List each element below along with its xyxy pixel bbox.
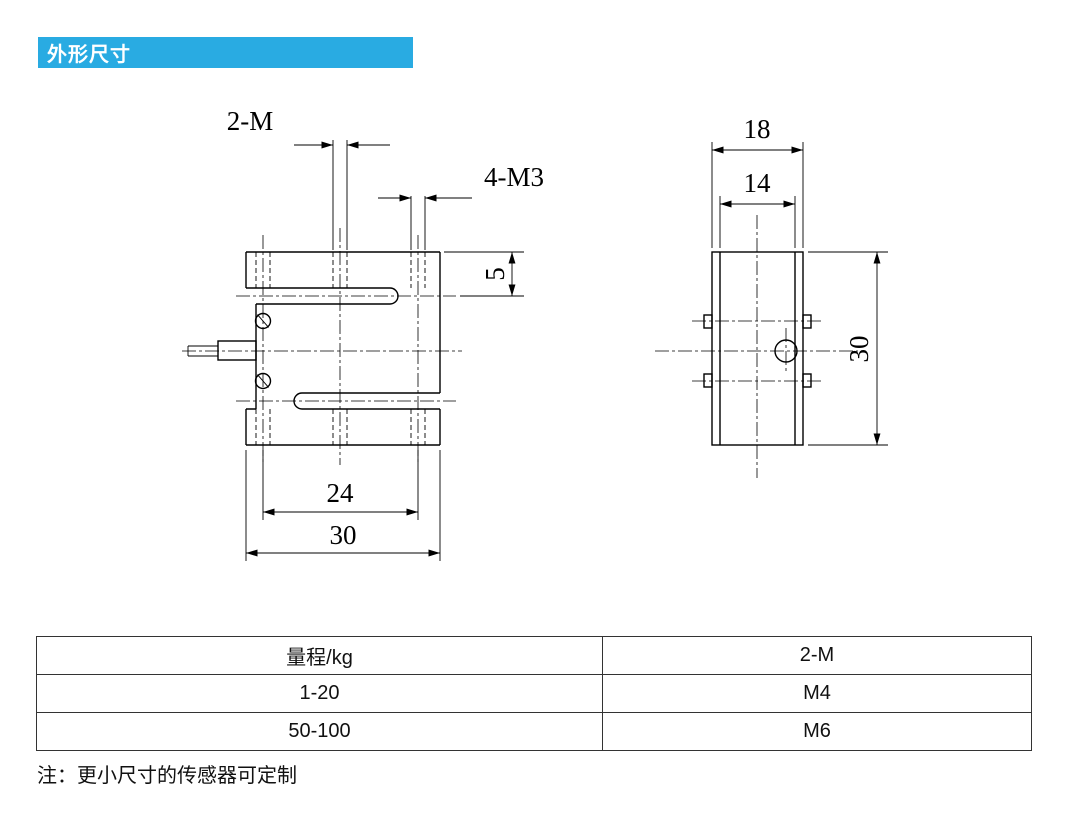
dim-label-hole-spacing: 24 (327, 478, 355, 508)
side-screw-heads (703, 314, 812, 388)
spec-header-row: 量程/kg 2-M (36, 636, 1032, 675)
spec-header-thread: 2-M (602, 636, 1032, 675)
table-row: 1-20 M4 (36, 674, 1032, 713)
cable-gland (217, 340, 257, 361)
spec-header-range: 量程/kg (36, 636, 603, 675)
dim-label-overall-width: 30 (330, 520, 357, 550)
screw-bump (802, 373, 812, 388)
screw-bump (802, 314, 812, 329)
section-header: 外形尺寸 (38, 37, 413, 68)
side-center-lines (655, 215, 858, 478)
threaded-holes-hidden-lines (255, 252, 426, 445)
spec-cell-thread-2: M6 (602, 712, 1032, 751)
dim-label-height: 30 (844, 336, 874, 363)
front-extension-lines (245, 140, 524, 561)
screw-bump (703, 373, 713, 388)
table-row: 50-100 M6 (36, 712, 1032, 751)
note-text: 注：更小尺寸的传感器可定制 (37, 765, 297, 787)
dim-label-slot-offset: 5 (480, 267, 510, 281)
side-view-drawing: 18 14 30 (655, 114, 888, 478)
side-extension-lines (711, 142, 888, 446)
front-view-drawing: 2-M 4-M3 5 24 30 (182, 106, 544, 561)
spec-cell-range-2: 50-100 (36, 712, 603, 751)
side-body-outline (711, 251, 804, 446)
screw-bump (703, 314, 713, 329)
spec-cell-thread-1: M4 (602, 674, 1032, 713)
spec-table: 量程/kg 2-M 1-20 M4 50-100 M6 (36, 636, 1032, 751)
dim-label-corner-holes: 4-M3 (484, 162, 544, 192)
dimension-drawing: 2-M 4-M3 5 24 30 18 14 30 (182, 106, 888, 561)
front-center-lines (182, 228, 462, 465)
dim-label-inner-width: 14 (744, 168, 772, 198)
spec-cell-range-1: 1-20 (36, 674, 603, 713)
cable-exit (187, 340, 257, 361)
side-plate-lines (719, 252, 796, 445)
dim-label-outer-width: 18 (744, 114, 771, 144)
dim-label-top-thread: 2-M (227, 106, 274, 136)
section-title: 外形尺寸 (47, 44, 131, 66)
